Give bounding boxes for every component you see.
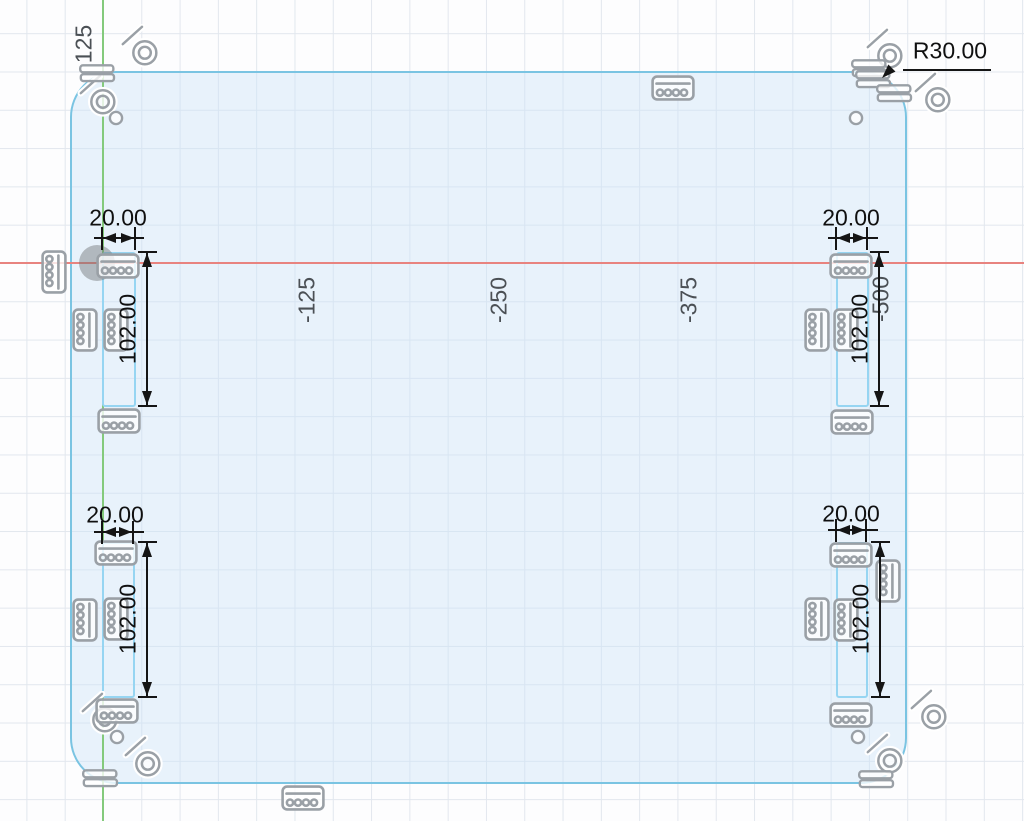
dim-tick [138,405,157,407]
ruler-label-x-neg375: -375 [675,276,702,324]
dim-length-top-left[interactable]: 102.00 [114,293,141,365]
coincident-badge-icon[interactable] [829,702,873,728]
coincident-badge-icon[interactable] [830,409,874,435]
dim-arrow [837,525,850,535]
dim-line [146,542,148,697]
dim-arrow [875,543,885,557]
tangent-constraint-icon[interactable] [121,735,167,781]
dim-length-bottom-right[interactable]: 102.00 [847,583,874,655]
coincident-badge-icon-vertical[interactable] [804,308,830,352]
coincident-badge-icon[interactable] [829,253,873,279]
dim-length-top-right[interactable]: 102.00 [846,293,873,365]
dim-arrow [852,525,865,535]
dim-arrow [142,391,152,405]
dim-arrow [103,233,116,243]
dim-arrow [837,233,850,243]
tangent-constraint-icon[interactable] [907,688,953,734]
dim-line [878,252,880,406]
ruler-label-y-125: 125 [70,24,97,64]
sketch-point-icon[interactable] [849,728,867,746]
dim-length-bottom-left[interactable]: 102.00 [114,583,141,655]
dim-arrow [875,682,885,696]
parallel-bars-icon[interactable] [875,84,913,104]
dim-line [146,252,148,406]
dim-tick [871,541,890,543]
sketch-point-icon[interactable] [847,109,865,127]
dim-line [879,542,881,697]
dim-tick [870,405,889,407]
dim-tick [138,251,157,253]
dim-arrow [103,527,116,537]
coincident-badge-icon[interactable] [95,698,139,724]
dim-width-bottom-left[interactable]: 20.00 [86,501,144,528]
radius-leader-line [903,69,991,71]
sketch-point-icon[interactable] [107,109,125,127]
radius-dimension-label[interactable]: R30.00 [912,37,988,64]
dim-arrow [142,682,152,696]
dim-tick [138,541,157,543]
tangent-constraint-icon[interactable] [118,24,164,70]
ruler-label-x-neg125: -125 [293,276,320,324]
dim-width-top-left[interactable]: 20.00 [89,204,147,231]
dim-arrow [853,233,866,243]
coincident-badge-icon[interactable] [829,542,873,568]
parallel-bars-icon[interactable] [78,64,116,84]
coincident-badge-icon[interactable] [651,75,695,101]
coincident-badge-icon-vertical[interactable] [72,308,98,352]
dim-arrow [142,543,152,557]
coincident-badge-icon-vertical[interactable] [41,250,67,294]
coincident-badge-icon-vertical[interactable] [72,598,98,642]
coincident-badge-icon[interactable] [96,253,140,279]
ruler-label-x-neg250: -250 [485,276,512,324]
coincident-badge-icon[interactable] [281,785,325,811]
dim-tick [870,251,889,253]
coincident-badge-icon[interactable] [97,408,141,434]
slot-top-left[interactable] [102,252,136,407]
dim-arrow [142,253,152,267]
sketch-point-icon[interactable] [108,728,126,746]
parallel-bars-icon[interactable] [857,770,895,790]
dim-tick [138,696,157,698]
parallel-bars-icon[interactable] [81,769,119,789]
dim-tick [871,696,890,698]
dim-arrow [874,391,884,405]
coincident-badge-icon-vertical[interactable] [804,597,830,641]
dim-arrow [874,253,884,267]
dim-width-bottom-right[interactable]: 20.00 [822,500,880,527]
dim-line [94,237,144,239]
dim-width-top-right[interactable]: 20.00 [822,204,880,231]
x-axis-line[interactable] [0,262,1024,264]
tangent-constraint-icon[interactable] [911,71,957,117]
dim-arrow [119,527,132,537]
dim-arrow [121,233,134,243]
plate-profile[interactable] [70,71,907,784]
